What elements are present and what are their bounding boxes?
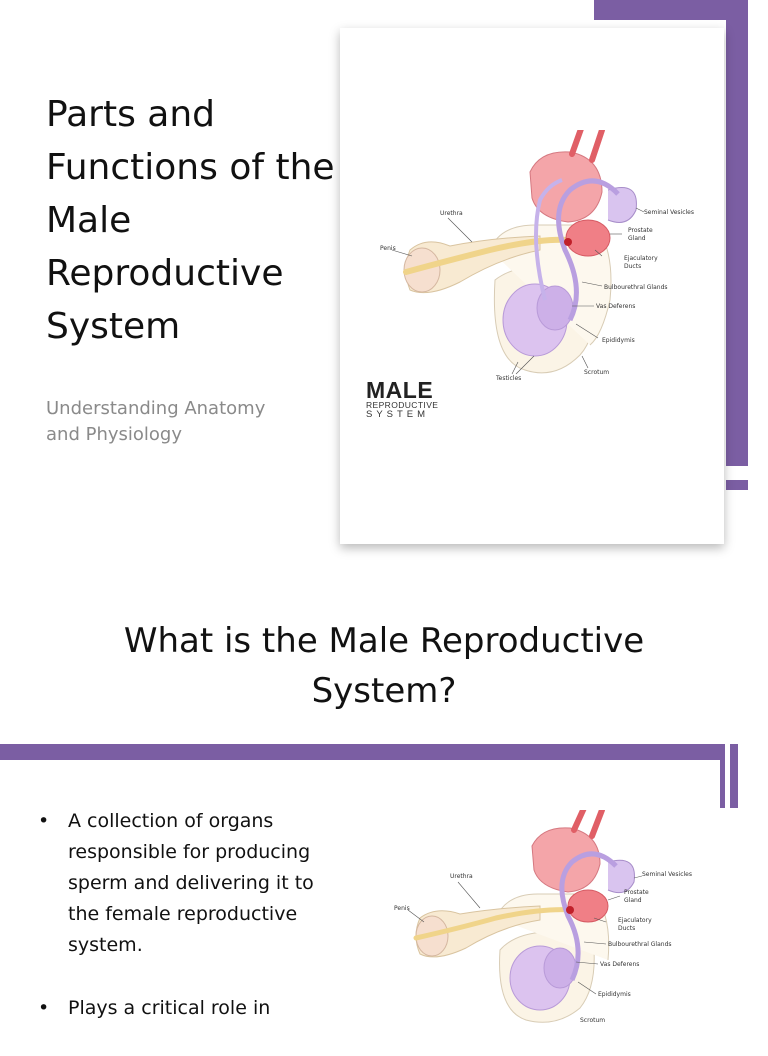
accent-bar-right <box>726 0 748 466</box>
slide-title: Parts and Functions of the Male Reproduc… <box>46 94 335 347</box>
label-ducts-2: Ducts <box>618 925 635 932</box>
label-epididymis: Epididymis <box>602 337 635 344</box>
label-scrotum: Scrotum <box>584 369 609 376</box>
male-reproductive-diagram-2: Urethra Penis Seminal Vesicles Prostate … <box>394 810 692 1024</box>
slide-2-accent-stripe-1 <box>720 744 725 808</box>
label-penis-2: Penis <box>394 905 410 912</box>
label-vas-deferens-2: Vas Deferens <box>600 961 639 968</box>
label-bulbourethral: Bulbourethral Glands <box>604 284 668 291</box>
slide-2-accent-stripe-2 <box>730 744 738 808</box>
diagram-logo-main: MALE <box>366 377 434 403</box>
label-ducts: Ducts <box>624 263 641 270</box>
label-vas-deferens: Vas Deferens <box>596 303 635 310</box>
slide-subtitle: Understanding Anatomy and Physiology <box>46 398 266 445</box>
label-ejaculatory-2: Ejaculatory <box>618 917 652 924</box>
male-reproductive-diagram: Urethra Penis Seminal Vesicles Prostate … <box>380 130 694 382</box>
label-penis: Penis <box>380 245 396 252</box>
label-bulbourethral-2: Bulbourethral Glands <box>608 941 672 948</box>
label-prostate: Prostate <box>628 227 653 234</box>
bullet-item: Plays a critical role in <box>38 993 338 1024</box>
bullet-item: A collection of organs responsible for p… <box>38 806 338 961</box>
diagram-logo-sub2: SYSTEM <box>366 409 430 420</box>
label-testicles: Testicles <box>495 375 521 382</box>
label-epididymis-2: Epididymis <box>598 991 631 998</box>
label-prostate-2: Prostate <box>624 889 649 896</box>
label-urethra: Urethra <box>440 210 463 217</box>
label-seminal-vesicles-2: Seminal Vesicles <box>642 871 692 878</box>
diagram-logo-sub: REPRODUCTIVE <box>366 400 439 410</box>
label-seminal-vesicles: Seminal Vesicles <box>644 209 694 216</box>
label-gland-2: Gland <box>624 897 642 904</box>
slide-2-title: What is the Male Reproductive System? <box>123 621 645 711</box>
label-urethra-2: Urethra <box>450 873 473 880</box>
label-gland: Gland <box>628 235 646 242</box>
label-ejaculatory: Ejaculatory <box>624 255 658 262</box>
label-scrotum-2: Scrotum <box>580 1017 605 1024</box>
slide-1: Parts and Functions of the Male Reproduc… <box>46 0 748 490</box>
slide-2-accent-band <box>0 744 720 760</box>
accent-bar-top <box>594 0 748 20</box>
bullet-list: A collection of organs responsible for p… <box>38 806 338 1056</box>
accent-bar-right-foot <box>726 480 748 490</box>
